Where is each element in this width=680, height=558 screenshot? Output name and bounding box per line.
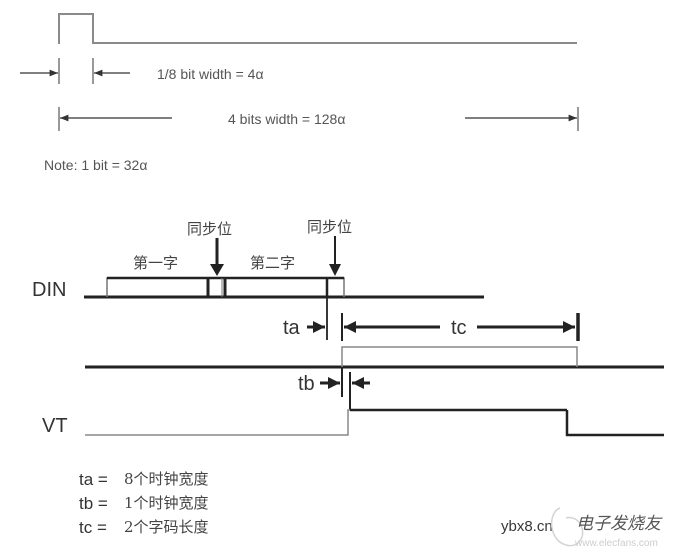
watermark-site2-cn: 电子发烧友 [576,514,663,534]
word2-label: 第二字 [250,254,295,272]
watermark-logo-swirl [551,507,584,547]
legend-key-tc: tc = [79,518,107,537]
watermark: ybx8.cn 电子发烧友 www.elecfans.com [501,507,663,549]
vt-signal: VT [42,408,664,437]
tc-label: tc [451,317,467,339]
legend-value-tc: 2个字码长度 [124,518,209,536]
ta-label: ta [283,317,301,339]
sync-arrow-1 [210,238,224,276]
watermark-site1: ybx8.cn [501,518,553,535]
vt-label: VT [42,415,68,437]
legend-value-ta: 8个时钟宽度 [124,470,209,488]
word1-label: 第一字 [133,254,178,272]
din-label: DIN [32,279,66,301]
pulse-width-label: 1/8 bit width = 4α [157,66,264,82]
sync-bit-label-2: 同步位 [307,218,352,236]
bit-note: Note: 1 bit = 32α [44,157,147,173]
tb-label: tb [298,373,315,395]
pulse-waveform [58,13,577,44]
legend-key-ta: ta = [79,470,108,489]
legend-key-tb: tb = [79,494,108,513]
total-width-label: 4 bits width = 128α [228,111,345,127]
middle-signal: ta tc tb [85,313,664,410]
din-signal: DIN 第一字 第二字 同步位 同步位 [32,218,484,340]
timing-legend: ta = 8个时钟宽度 tb = 1个时钟宽度 tc = 2个字码长度 [79,470,209,537]
sync-arrow-2 [329,236,341,276]
sync-bit-label-1: 同步位 [187,220,232,238]
top-pulse-diagram: 1/8 bit width = 4α 4 bits width = 128α N… [20,13,579,173]
legend-value-tb: 1个时钟宽度 [124,494,209,512]
watermark-site2-url: www.elecfans.com [574,538,658,549]
